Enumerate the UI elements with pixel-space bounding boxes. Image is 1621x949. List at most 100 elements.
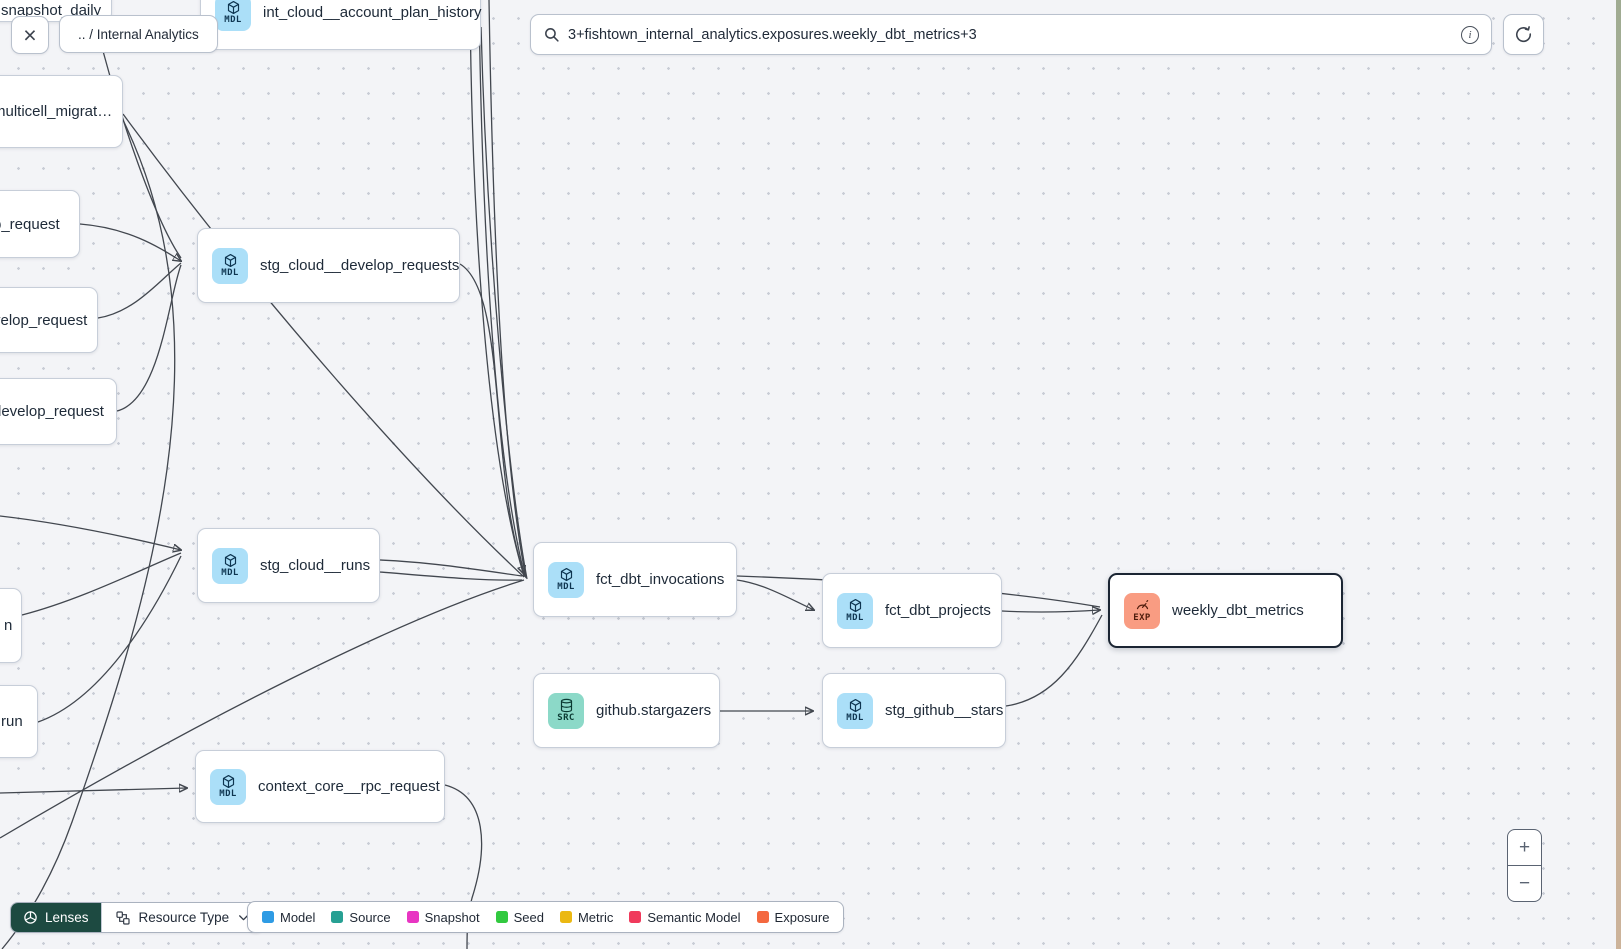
legend-swatch bbox=[756, 911, 769, 923]
lenses-button[interactable]: Lenses bbox=[11, 903, 101, 932]
search-bar[interactable]: i bbox=[530, 14, 1492, 55]
legend-swatch bbox=[559, 911, 572, 923]
node-label: p_request bbox=[0, 215, 60, 233]
node-label: stg_cloud__develop_requests bbox=[260, 257, 460, 274]
database-badge: SRC bbox=[548, 692, 584, 729]
resource-type-label: Resource Type bbox=[138, 910, 230, 925]
node-label: run bbox=[1, 713, 23, 730]
lineage-edge bbox=[1001, 610, 1100, 612]
info-icon[interactable]: i bbox=[1461, 25, 1479, 44]
lineage-edge bbox=[1, 119, 176, 949]
badge-label: MDL bbox=[219, 789, 237, 799]
close-button[interactable]: × bbox=[11, 16, 49, 54]
lineage-edge bbox=[379, 571, 523, 581]
node-label: stg_cloud__runs bbox=[260, 557, 371, 574]
graph-node-multicell-migrat[interactable]: MDLmulticell_migrat… bbox=[0, 75, 123, 148]
zoom-in-button[interactable]: + bbox=[1508, 830, 1541, 866]
package-cube-badge: MDL bbox=[210, 768, 246, 805]
graph-node-fct-dbt-projects[interactable]: MDL fct_dbt_projects bbox=[822, 573, 1002, 648]
graph-node-github-stargazers[interactable]: SRC github.stargazers bbox=[533, 673, 720, 748]
package-cube-icon bbox=[224, 253, 236, 268]
badge-label: EXP bbox=[1133, 613, 1151, 623]
graph-node-stg-cloud-runs[interactable]: MDL stg_cloud__runs bbox=[197, 528, 380, 603]
package-cube-icon bbox=[224, 553, 236, 568]
legend-label: Model bbox=[280, 909, 316, 925]
lineage-edge bbox=[736, 579, 814, 610]
package-cube-badge: MDL bbox=[215, 0, 251, 31]
database-icon bbox=[560, 698, 572, 713]
legend-item-exposure: Exposure bbox=[756, 910, 829, 925]
graph-node-int-cloud-account-plan-history[interactable]: MDL int_cloud__account_plan_history bbox=[200, 0, 482, 50]
search-input[interactable] bbox=[568, 26, 1461, 43]
lenses-label: Lenses bbox=[45, 910, 89, 925]
graph-node-run-node[interactable]: MDLrun bbox=[0, 685, 38, 758]
badge-label: MDL bbox=[846, 713, 864, 723]
legend-swatch bbox=[262, 911, 274, 923]
lineage-edge bbox=[0, 515, 181, 550]
zoom-out-button[interactable]: − bbox=[1518, 872, 1531, 894]
lineage-edge bbox=[0, 788, 187, 794]
node-label: github.stargazers bbox=[596, 702, 712, 719]
sitemap-icon bbox=[115, 910, 130, 925]
lenses-bar: Lenses Resource Type bbox=[10, 902, 265, 933]
node-label: n bbox=[4, 617, 13, 634]
node-label: fct_dbt_projects bbox=[885, 602, 991, 619]
legend-item-metric: Metric bbox=[559, 910, 613, 925]
legend-label: Source bbox=[349, 909, 391, 925]
badge-label: MDL bbox=[224, 15, 242, 25]
badge-label: MDL bbox=[557, 582, 575, 592]
legend-swatch bbox=[406, 911, 419, 923]
package-cube-icon bbox=[227, 0, 239, 15]
node-label: stg_github__stars bbox=[885, 702, 1004, 719]
legend-label: Snapshot bbox=[424, 909, 480, 925]
legend-item-model: Model bbox=[262, 910, 315, 925]
graph-node-develop-request[interactable]: MDLdevelop_request bbox=[0, 378, 117, 445]
lineage-edge bbox=[116, 264, 182, 412]
package-cube-badge: MDL bbox=[212, 547, 248, 584]
refresh-button[interactable] bbox=[1503, 14, 1544, 55]
lineage-edge bbox=[37, 555, 182, 723]
legend-swatch bbox=[629, 911, 642, 923]
legend-item-seed: Seed bbox=[495, 909, 544, 925]
badge-label: MDL bbox=[221, 568, 239, 578]
legend-label: Seed bbox=[513, 909, 544, 925]
package-cube-icon bbox=[849, 598, 861, 613]
node-label: develop_request bbox=[0, 403, 104, 420]
lineage-edge bbox=[21, 552, 182, 616]
graph-node-stg-github-stars[interactable]: MDL stg_github__stars bbox=[822, 673, 1006, 748]
lineage-edge bbox=[97, 262, 182, 319]
package-cube-badge: MDL bbox=[548, 561, 584, 598]
resource-type-dropdown[interactable]: Resource Type bbox=[100, 903, 264, 932]
lineage-edge bbox=[1005, 614, 1103, 707]
lineage-edge bbox=[488, 0, 527, 579]
lens-icon bbox=[24, 911, 37, 924]
lineage-edge bbox=[478, 0, 526, 578]
badge-label: MDL bbox=[846, 613, 864, 623]
resource-type-legend: Model Source Snapshot Seed Metric Semantic Mo… bbox=[247, 901, 845, 933]
node-label: snapshot_daily bbox=[1, 1, 102, 19]
breadcrumb[interactable]: .. / Internal Analytics bbox=[59, 15, 218, 53]
lineage-edge bbox=[122, 113, 525, 578]
package-cube-badge: MDL bbox=[837, 692, 873, 729]
legend-item-semantic-model: Semantic Model bbox=[629, 910, 741, 925]
node-label: velop_request bbox=[0, 311, 88, 329]
refresh-icon bbox=[1516, 26, 1532, 43]
legend-swatch bbox=[495, 911, 508, 923]
legend-item-snapshot: Snapshot bbox=[406, 909, 480, 925]
graph-node-velop-request[interactable]: MDLvelop_request bbox=[0, 287, 98, 353]
search-icon bbox=[545, 28, 559, 42]
legend-item-source: Source bbox=[331, 909, 391, 925]
background-window-sliver bbox=[1616, 0, 1621, 949]
lineage-edge bbox=[469, 0, 525, 577]
node-label: int_cloud__account_plan_history bbox=[263, 4, 482, 21]
package-cube-icon bbox=[560, 567, 572, 582]
graph-node-p-request[interactable]: MDLp_request bbox=[0, 190, 80, 258]
graph-node-n-node[interactable]: MDLn bbox=[0, 588, 22, 663]
lineage-edge bbox=[0, 579, 525, 839]
